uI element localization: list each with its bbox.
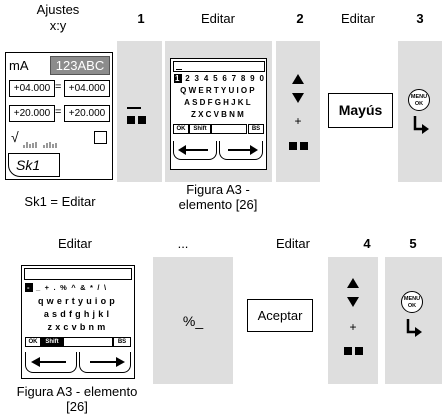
softkey-squares-icon xyxy=(289,137,311,155)
enter-arrow-icon xyxy=(406,319,422,337)
down-arrow-icon[interactable] xyxy=(292,93,304,103)
step-1-panel xyxy=(117,41,162,182)
caption-figura-1: Figura A3 - elemento [26] xyxy=(178,182,258,212)
down-arrow-icon[interactable] xyxy=(347,297,359,307)
header-editar-1: Editar xyxy=(201,11,235,26)
sqrt-icon: √ xyxy=(11,129,19,145)
plus-sign: + xyxy=(294,114,302,128)
keyboard-screen-upper: 1 2 3 4 5 6 7 8 9 0 QWERTYUIOP ASDFGHJKL… xyxy=(170,58,267,170)
header-editar-2: Editar xyxy=(341,11,375,26)
softkey-squares-icon xyxy=(344,342,366,360)
header-ajustes: Ajustes x:y xyxy=(36,2,80,33)
step-2-panel: + xyxy=(276,41,320,182)
right-arrow-softkey[interactable] xyxy=(219,141,263,160)
shift-key[interactable]: Shift xyxy=(189,124,211,134)
key-row-qwerty[interactable]: QWERTYUIOP xyxy=(180,86,257,95)
step-4-label: 4 xyxy=(363,236,371,251)
ok-key[interactable]: OK xyxy=(173,124,189,134)
dash-icon xyxy=(127,107,141,109)
space-key[interactable] xyxy=(63,337,113,347)
softkey-squares-icon xyxy=(127,111,149,129)
shift-key[interactable]: Shift xyxy=(41,337,63,347)
text-entry-field[interactable] xyxy=(24,268,132,280)
key-row-asdf[interactable]: ASDFGHJKL xyxy=(184,98,253,107)
ellipsis-panel: %_ xyxy=(153,257,233,384)
space-key[interactable] xyxy=(211,124,247,134)
value-field-2-left[interactable]: +20.000 xyxy=(9,105,55,122)
mayus-button[interactable]: Mayús xyxy=(328,93,393,128)
text-entry-field[interactable] xyxy=(173,61,265,72)
key-row-numbers[interactable]: 1 2 3 4 5 6 7 8 9 0 xyxy=(174,74,266,83)
equals-sign: = xyxy=(55,106,62,118)
percent-text: %_ xyxy=(182,313,204,329)
step-2-label: 2 xyxy=(296,11,304,26)
mode-field[interactable]: 123ABC xyxy=(50,56,110,75)
value-field-2-right[interactable]: +20.000 xyxy=(64,105,110,122)
value-field-1-right[interactable]: +04.000 xyxy=(64,80,110,97)
unit-label: mA xyxy=(9,58,29,73)
arrow-right-icon xyxy=(90,357,125,367)
keyboard-panel-lower: - _ + . % ^ & * / \ qwertyuiop asdfghjkl… xyxy=(5,257,149,385)
step-5-label: 5 xyxy=(409,236,417,251)
signal-bars-icon xyxy=(23,135,87,148)
softkey-sk1-label: Sk1 xyxy=(16,157,41,173)
keyboard-panel-upper: 1 2 3 4 5 6 7 8 9 0 QWERTYUIOP ASDFGHJKL… xyxy=(165,41,272,182)
arrow-right-icon xyxy=(228,145,258,155)
caption-figura-2: Figura A3 - elemento [26] xyxy=(16,384,138,414)
equals-sign: = xyxy=(55,81,62,93)
caption-sk1: Sk1 = Editar xyxy=(24,194,96,209)
backspace-key[interactable]: BS xyxy=(248,124,264,134)
backspace-key[interactable]: BS xyxy=(113,337,131,347)
arrow-left-icon xyxy=(178,145,208,155)
header-ellipsis: ... xyxy=(177,236,189,251)
keyboard-screen-lower: - _ + . % ^ & * / \ qwertyuiop asdfghjkl… xyxy=(21,265,135,379)
key-row-zxcv[interactable]: zxcvbnm xyxy=(47,322,109,332)
key-row-asdf[interactable]: asdfghjkl xyxy=(43,309,113,319)
value-field-1-left[interactable]: +04.000 xyxy=(9,80,55,97)
step-4-panel: + xyxy=(328,257,378,384)
checkbox[interactable] xyxy=(94,131,107,144)
up-arrow-icon[interactable] xyxy=(292,74,304,84)
enter-arrow-icon xyxy=(413,116,429,134)
ok-key[interactable]: OK xyxy=(25,337,41,347)
step-3-label: 3 xyxy=(416,11,424,26)
softkey-sk1[interactable]: Sk1 xyxy=(8,153,60,177)
aceptar-button[interactable]: Aceptar xyxy=(247,299,313,332)
up-arrow-icon[interactable] xyxy=(347,278,359,288)
left-arrow-softkey[interactable] xyxy=(25,352,77,373)
right-arrow-softkey[interactable] xyxy=(79,352,131,373)
key-row-symbols[interactable]: - _ + . % ^ & * / \ xyxy=(25,283,108,292)
key-row-qwerty[interactable]: qwertyuiop xyxy=(37,296,118,306)
step-1-label: 1 xyxy=(137,11,145,26)
device-display: mA 123ABC +04.000 = +04.000 +20.000 = +2… xyxy=(5,52,113,180)
header-editar-4: Editar xyxy=(276,236,310,251)
header-editar-3: Editar xyxy=(58,236,92,251)
key-row-zxcv[interactable]: ZXCVBNM xyxy=(191,110,246,119)
plus-sign: + xyxy=(349,320,357,334)
arrow-left-icon xyxy=(31,357,66,367)
left-arrow-softkey[interactable] xyxy=(173,141,217,160)
